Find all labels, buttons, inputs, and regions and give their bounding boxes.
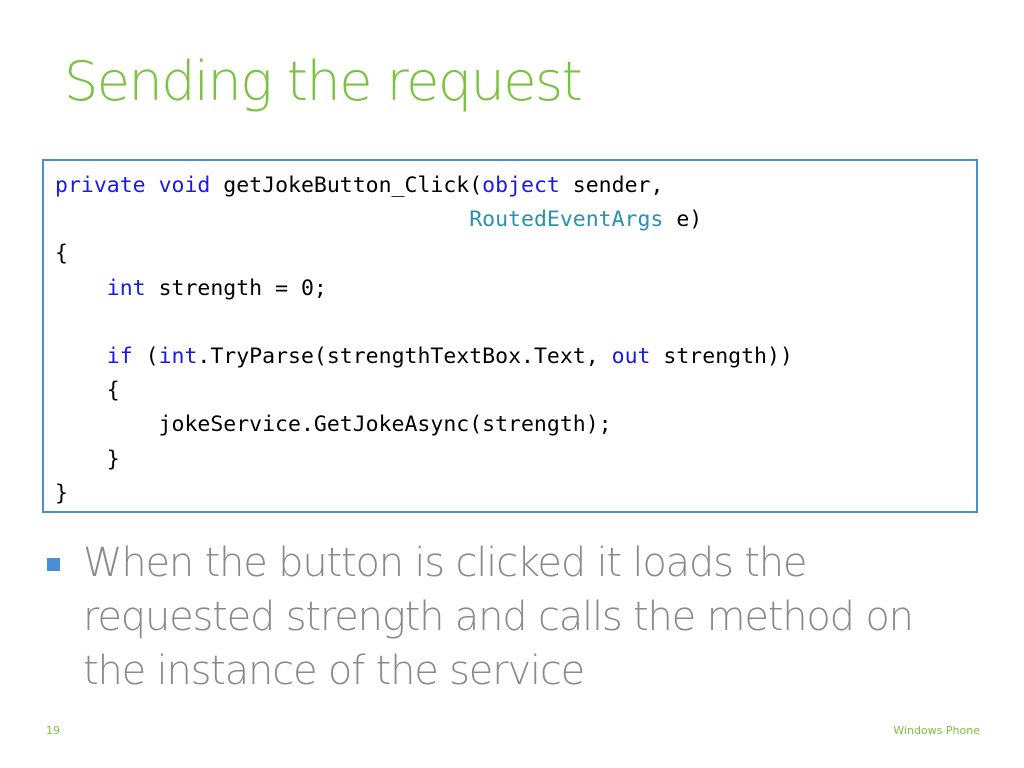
- code-text: getJokeButton_Click(: [210, 173, 483, 198]
- code-type-name: RoutedEventArgs: [469, 207, 664, 233]
- code-text: strength = 0;: [145, 275, 327, 301]
- code-text: jokeService.GetJokeAsync(strength);: [55, 412, 612, 438]
- code-line: }: [55, 477, 976, 511]
- code-line: if (int.TryParse(strengthTextBox.Text, o…: [55, 340, 976, 374]
- code-text: }: [55, 446, 120, 472]
- slide-number: 19: [46, 724, 60, 737]
- code-line: private void getJokeButton_Click(object …: [55, 169, 976, 203]
- code-blank-line: [55, 306, 976, 340]
- code-text: strength)): [650, 343, 793, 369]
- code-keyword: void: [158, 173, 211, 198]
- footer-brand: Windows Phone: [893, 724, 980, 737]
- code-text: sender,: [559, 173, 664, 198]
- code-line: int strength = 0;: [55, 272, 976, 306]
- code-text: {: [55, 378, 120, 404]
- code-line: {: [55, 374, 976, 408]
- code-text: .TryParse(strengthTextBox.Text,: [197, 343, 612, 369]
- code-text: {: [55, 241, 68, 267]
- code-text: [55, 207, 469, 232]
- code-text: [55, 344, 107, 369]
- code-keyword: if: [106, 343, 133, 369]
- code-text: }: [55, 480, 68, 506]
- code-keyword: int: [158, 343, 198, 369]
- code-line: jokeService.GetJokeAsync(strength);: [55, 408, 976, 442]
- code-keyword: private: [55, 173, 146, 198]
- code-text: e): [663, 207, 703, 233]
- bullet-text: When the button is clicked it loads the …: [83, 540, 914, 694]
- code-text: [146, 173, 159, 198]
- slide-title: Sending the request: [64, 50, 583, 113]
- code-text: [55, 276, 107, 301]
- code-line: }: [55, 443, 976, 477]
- code-keyword: int: [106, 275, 146, 301]
- bullet-square-icon: [47, 558, 60, 571]
- code-text: (: [132, 343, 159, 369]
- code-keyword: object: [482, 173, 560, 198]
- code-line: {: [55, 237, 976, 271]
- code-block: private void getJokeButton_Click(object …: [42, 159, 978, 513]
- code-keyword: out: [611, 343, 651, 369]
- code-line: RoutedEventArgs e): [55, 203, 976, 237]
